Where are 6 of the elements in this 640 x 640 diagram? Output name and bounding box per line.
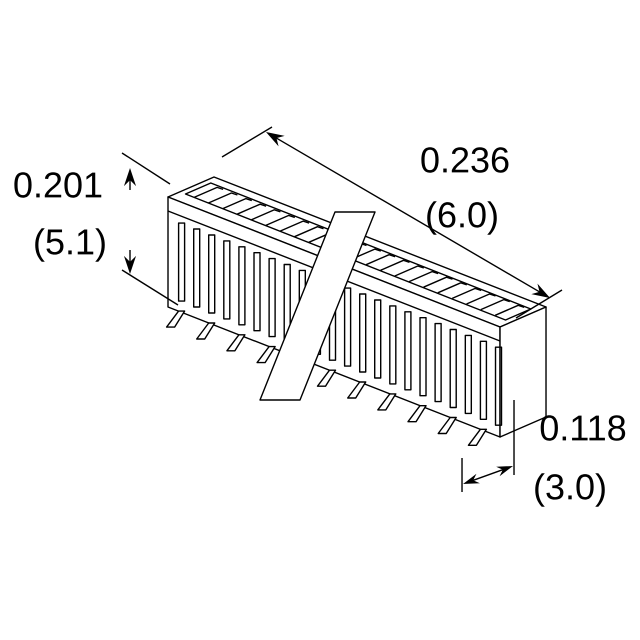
dimension-label: 0.118: [540, 415, 626, 441]
dimension-label: (3.0): [535, 473, 605, 507]
dimension-label: 0.236: [421, 147, 508, 173]
dimension-label: (5.1): [35, 228, 105, 262]
dimension-label: 0.201: [14, 172, 102, 198]
dimension-label: (6.0): [427, 201, 497, 235]
